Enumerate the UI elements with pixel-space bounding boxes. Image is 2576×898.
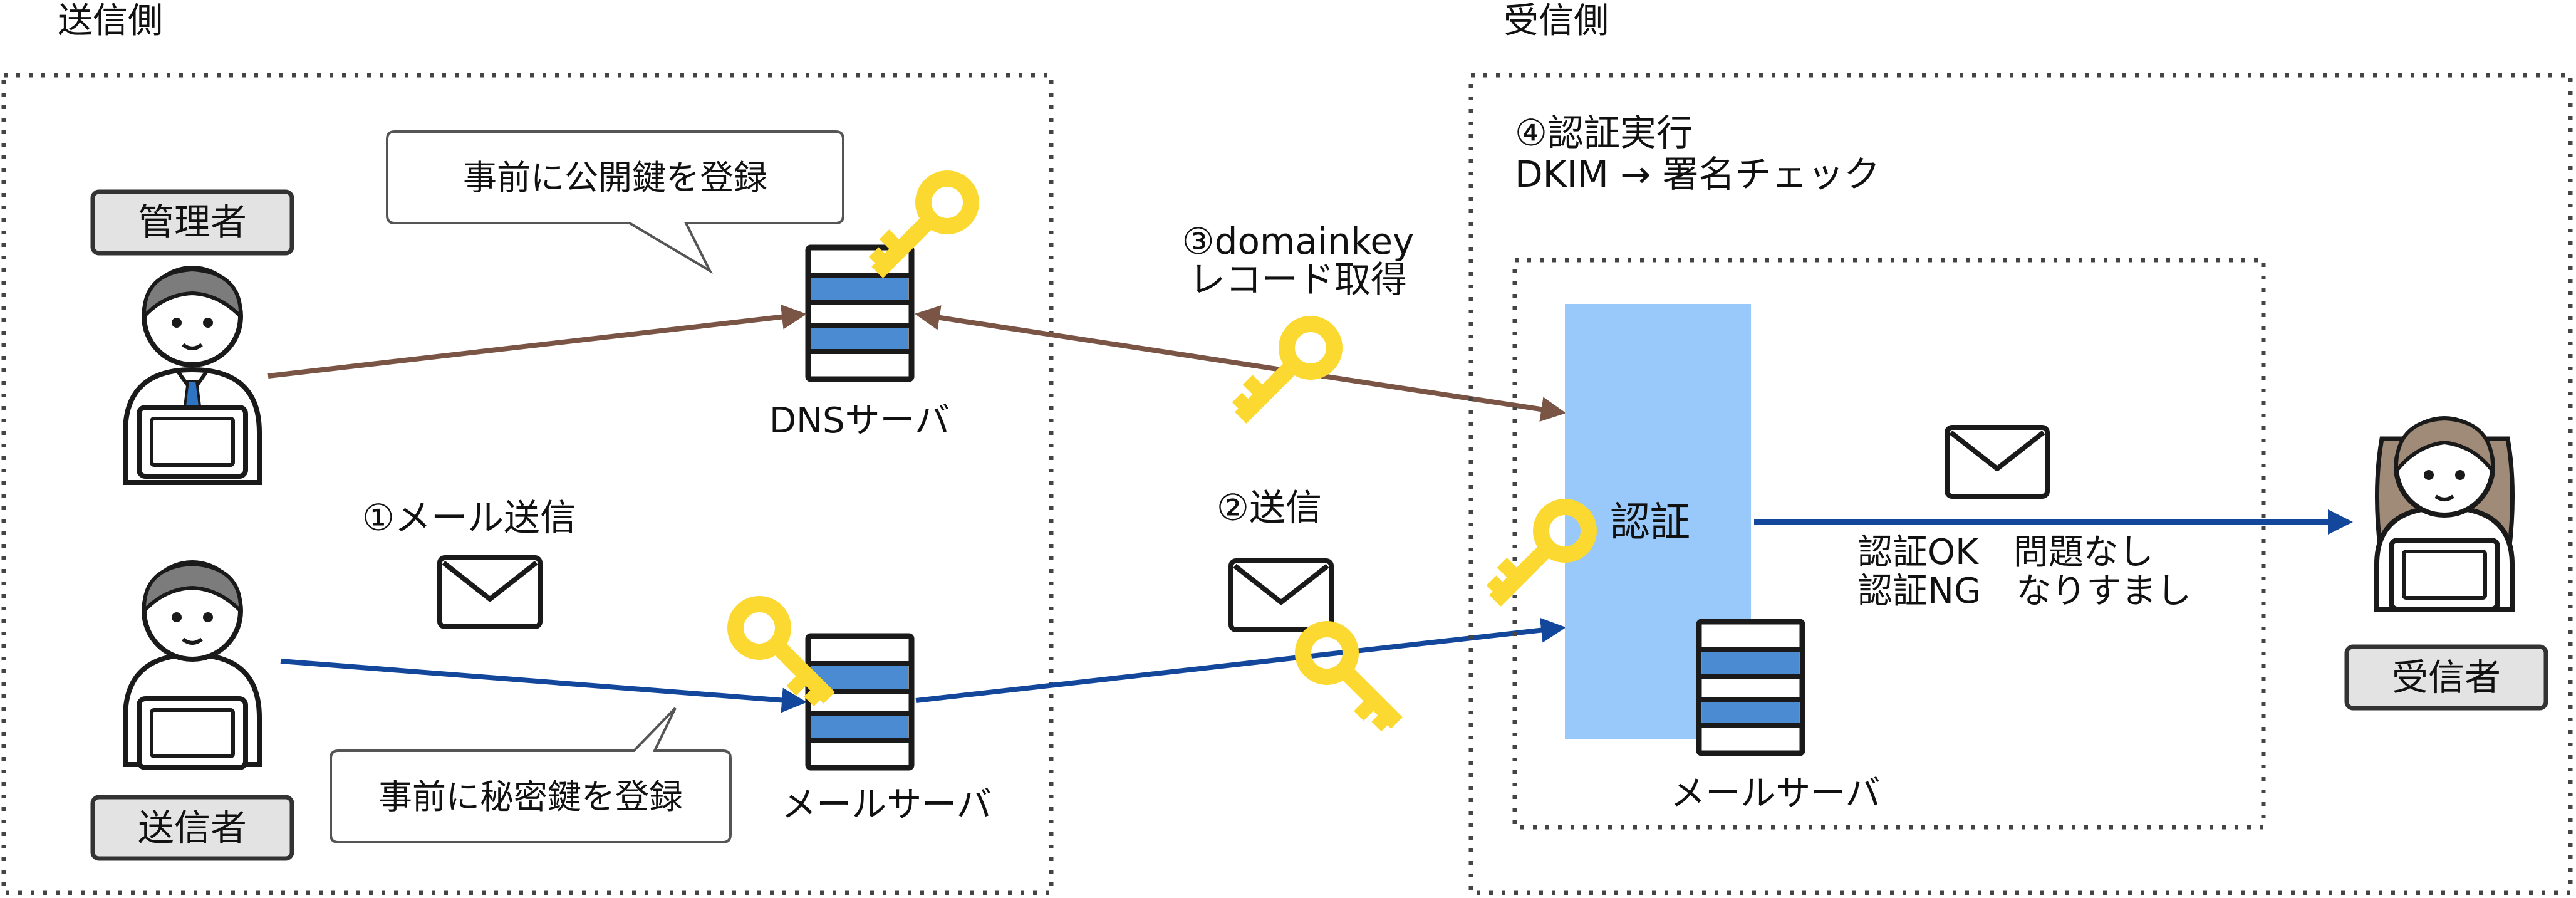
step4-label-line1: ④認証実行: [1515, 112, 1693, 154]
public-key-bubble-text: 事前に公開鍵を登録: [463, 158, 767, 197]
dns-server-label: DNSサーバ: [769, 400, 950, 441]
step2-envelope-icon: [1231, 561, 1331, 630]
admin-tag-label: 管理者: [138, 201, 247, 243]
sender-tag-label: 送信者: [138, 807, 247, 849]
receiver-mail-server-icon: [1699, 622, 1802, 753]
sender-section-frame: [1, 73, 1054, 895]
dns-public-key-icon: [862, 179, 971, 278]
step2-label: ②送信: [1217, 486, 1322, 529]
sender-tag: 送信者: [90, 795, 294, 861]
admin-to-dns-arrow: [267, 304, 807, 379]
admin-person-icon: [123, 266, 262, 485]
auth-label: 認証: [1610, 499, 1690, 546]
public-key-bubble: 事前に公開鍵を登録: [386, 130, 844, 274]
private-key-bubble: 事前に秘密鍵を登録: [330, 707, 732, 843]
receiver-section-label: 受信側: [1504, 1, 1609, 41]
receiver-person-icon: [2374, 416, 2515, 612]
dns-record-key-icon: [1225, 324, 1334, 424]
result-ng-text: 認証NG なりすまし: [1857, 571, 2191, 612]
step3-label-line2: レコード取得: [1189, 258, 1407, 301]
step1-label: ①メール送信: [362, 496, 576, 539]
result-envelope-icon: [1947, 427, 2047, 496]
receiver-mail-server-label: メールサーバ: [1670, 773, 1880, 814]
step3-label-line1: ③domainkey: [1182, 220, 1415, 263]
mailserver-to-receiver-arrow: [915, 617, 1566, 703]
receiver-tag-label: 受信者: [2392, 656, 2501, 699]
result-ok-text: 認証OK 問題なし: [1857, 532, 2154, 573]
step4-label-line2: DKIM → 署名チェック: [1515, 153, 1880, 196]
step1-envelope-icon: [440, 558, 540, 627]
admin-tag: 管理者: [90, 189, 294, 256]
sender-section-label: 送信側: [58, 1, 163, 41]
sender-person-icon: [123, 560, 262, 768]
sender-to-mailserver-arrow: [280, 659, 807, 713]
dns-server-icon: [808, 248, 911, 379]
receiver-tag: 受信者: [2344, 644, 2548, 711]
dns-lookup-arrow: [915, 305, 1566, 422]
sender-mail-server-label: メールサーバ: [781, 785, 991, 825]
private-key-bubble-text: 事前に秘密鍵を登録: [378, 777, 683, 817]
